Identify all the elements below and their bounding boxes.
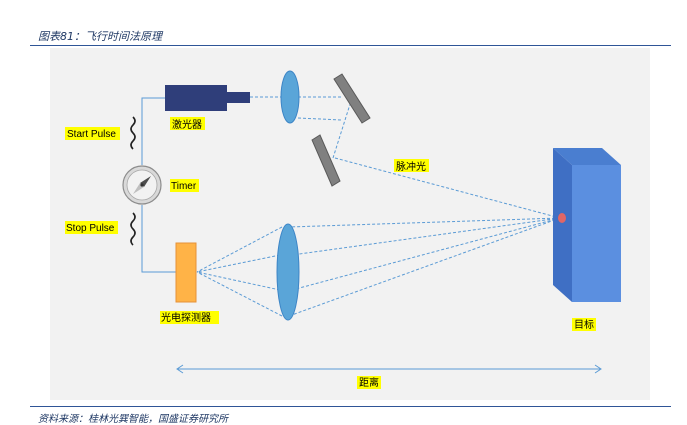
focus-beam-4 — [196, 271, 281, 291]
laser-body — [165, 85, 227, 111]
figure-title: 图表81：飞行时间法原理 — [38, 30, 162, 43]
photodetector — [175, 242, 197, 303]
pulse-light-highlight — [394, 159, 429, 172]
return-beam-3 — [291, 217, 561, 256]
start-pulse-highlight — [65, 127, 120, 140]
distance-arrow-right-head — [594, 364, 602, 374]
detector-highlight — [160, 311, 219, 324]
laser-highlight — [170, 117, 205, 130]
return-beam-2 — [288, 217, 561, 317]
focus-beam-1 — [196, 226, 283, 273]
emitter-lens — [280, 70, 300, 124]
target-spot — [558, 213, 566, 223]
start-pulse-label: Start Pulse — [67, 129, 116, 140]
detector-label: 光电探测器 — [161, 311, 211, 324]
laser-label: 激光器 — [172, 118, 202, 131]
target-highlight — [572, 318, 596, 331]
timer-highlight — [170, 179, 199, 192]
distance-label: 距离 — [359, 376, 379, 389]
focus-beam-2 — [196, 271, 283, 317]
mirror-lower — [311, 134, 341, 187]
timer-icon — [122, 165, 162, 205]
target-label: 目标 — [574, 319, 594, 331]
beam-to-target — [334, 157, 561, 219]
beam-lens-mirror-lower — [297, 117, 343, 121]
source-note: 资料来源：桂林光巽智能，国盛证券研究所 — [38, 414, 228, 425]
mirror-upper — [333, 73, 371, 124]
focus-beam-3 — [196, 254, 281, 273]
pulse-light-label: 脉冲光 — [396, 160, 426, 173]
distance-highlight — [357, 376, 381, 389]
laser-nozzle — [227, 92, 250, 103]
target-box — [553, 148, 621, 302]
timer-label: Timer — [171, 181, 197, 192]
start-pulse-squiggle — [130, 116, 136, 150]
receiver-lens — [276, 223, 300, 321]
stop-pulse-label: Stop Pulse — [66, 223, 115, 234]
diagram-panel — [50, 48, 650, 400]
detector-wire — [141, 205, 176, 273]
return-beam-1 — [288, 217, 561, 228]
laser-wire — [141, 97, 165, 165]
beam-mirror-mirror — [332, 97, 353, 159]
stop-pulse-squiggle — [130, 212, 136, 246]
bottom-divider — [30, 406, 671, 407]
top-divider — [30, 45, 671, 46]
stop-pulse-highlight — [65, 221, 118, 234]
return-beam-4 — [291, 217, 561, 291]
distance-arrow-left-head — [176, 364, 184, 374]
